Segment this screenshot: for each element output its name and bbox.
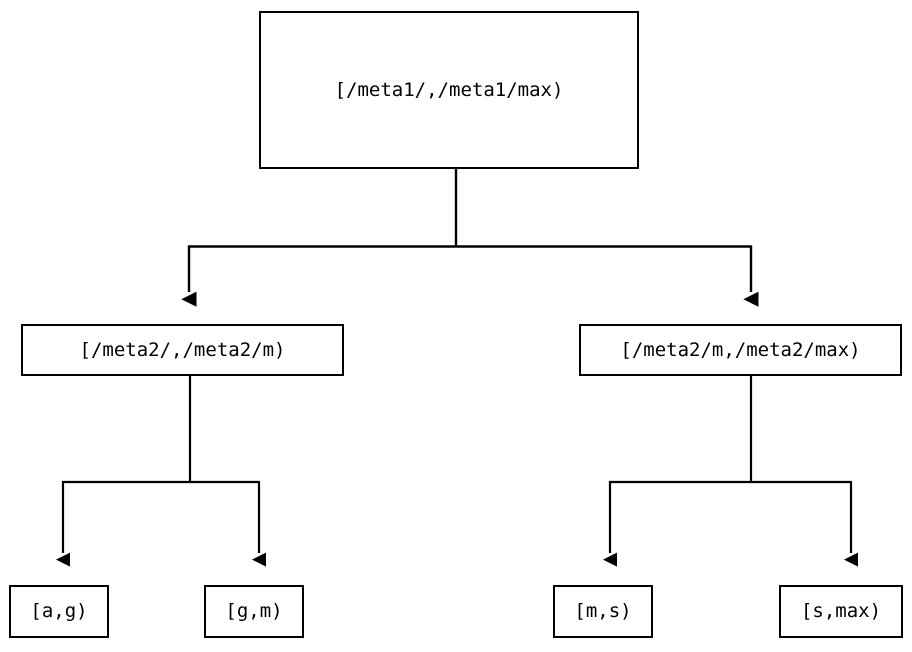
node-mid-left[interactable]: [/meta2/,/meta2/m) (21, 324, 344, 376)
edge-mid-left-to-leaf-bus (62, 376, 260, 484)
node-mid-left-label: [/meta2/,/meta2/m) (79, 338, 286, 361)
node-leaf-ag[interactable]: [a,g) (9, 585, 109, 638)
edge-mid-right-to-leaf-bus (609, 376, 852, 484)
edge-root-to-mid-bus (188, 169, 752, 248)
node-mid-right[interactable]: [/meta2/m,/meta2/max) (579, 324, 902, 376)
node-leaf-ms[interactable]: [m,s) (553, 585, 653, 638)
node-leaf-smax-label: [s,max) (800, 600, 882, 622)
node-leaf-gm-label: [g,m) (225, 600, 283, 622)
node-root[interactable]: [/meta1/,/meta1/max) (259, 11, 639, 169)
node-root-label: [/meta1/,/meta1/max) (334, 78, 564, 101)
node-leaf-ms-label: [m,s) (574, 600, 632, 622)
node-leaf-ag-label: [a,g) (30, 600, 88, 622)
node-mid-right-label: [/meta2/m,/meta2/max) (620, 338, 861, 361)
node-leaf-gm[interactable]: [g,m) (204, 585, 304, 638)
node-leaf-smax[interactable]: [s,max) (779, 585, 903, 638)
